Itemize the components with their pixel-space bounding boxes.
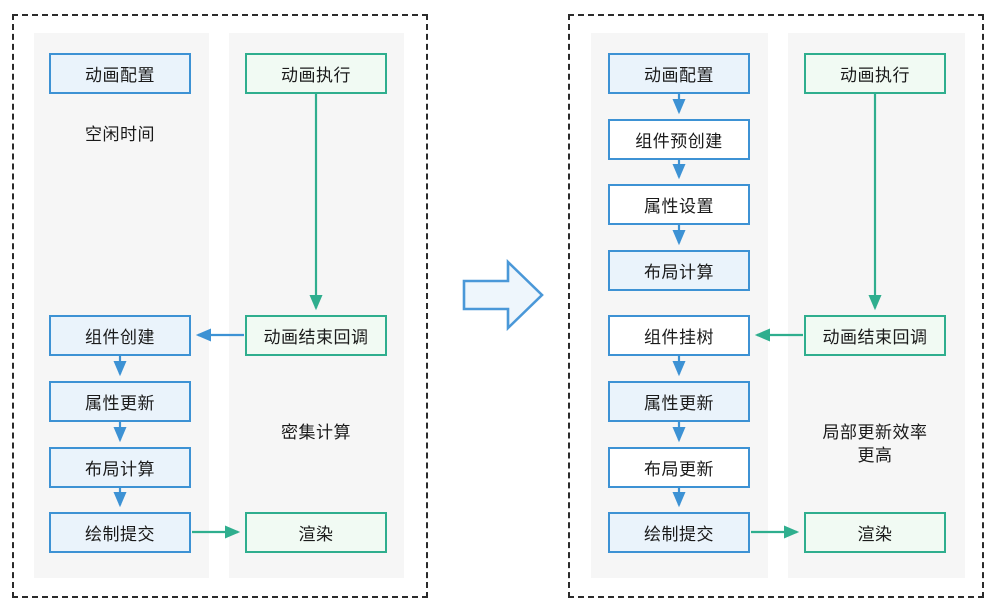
node-after-render[interactable]: 渲染 xyxy=(804,512,946,553)
after-ui-column-background xyxy=(591,33,768,578)
node-before-component-create[interactable]: 组件创建 xyxy=(49,315,191,356)
node-after-component-precreate[interactable]: 组件预创建 xyxy=(608,119,750,160)
node-before-animation-run[interactable]: 动画执行 xyxy=(245,53,387,94)
node-before-animation-config[interactable]: 动画配置 xyxy=(49,53,191,94)
node-before-layout-calc[interactable]: 布局计算 xyxy=(49,447,191,488)
transition-right-arrow-icon xyxy=(462,259,544,331)
node-after-draw-commit[interactable]: 绘制提交 xyxy=(608,512,750,553)
node-after-property-update[interactable]: 属性更新 xyxy=(608,381,750,422)
node-after-animation-end-callback[interactable]: 动画结束回调 xyxy=(804,315,946,356)
node-after-property-set[interactable]: 属性设置 xyxy=(608,184,750,225)
label-after-partial-update-efficiency: 局部更新效率 更高 xyxy=(822,423,928,465)
node-before-property-update[interactable]: 属性更新 xyxy=(49,381,191,422)
node-before-draw-commit[interactable]: 绘制提交 xyxy=(49,512,191,553)
node-after-layout-calc[interactable]: 布局计算 xyxy=(608,250,750,291)
node-after-animation-run[interactable]: 动画执行 xyxy=(804,53,946,94)
label-before-idle-time: 空闲时间 xyxy=(85,125,155,144)
label-before-intensive-compute: 密集计算 xyxy=(281,423,351,442)
node-after-component-mount[interactable]: 组件挂树 xyxy=(608,315,750,356)
node-after-animation-config[interactable]: 动画配置 xyxy=(608,53,750,94)
before-ui-column-background xyxy=(34,33,209,578)
after-anim-column-background xyxy=(788,33,965,578)
before-anim-column-background xyxy=(229,33,404,578)
node-after-layout-update[interactable]: 布局更新 xyxy=(608,447,750,488)
node-before-render[interactable]: 渲染 xyxy=(245,512,387,553)
node-before-animation-end-callback[interactable]: 动画结束回调 xyxy=(245,315,387,356)
